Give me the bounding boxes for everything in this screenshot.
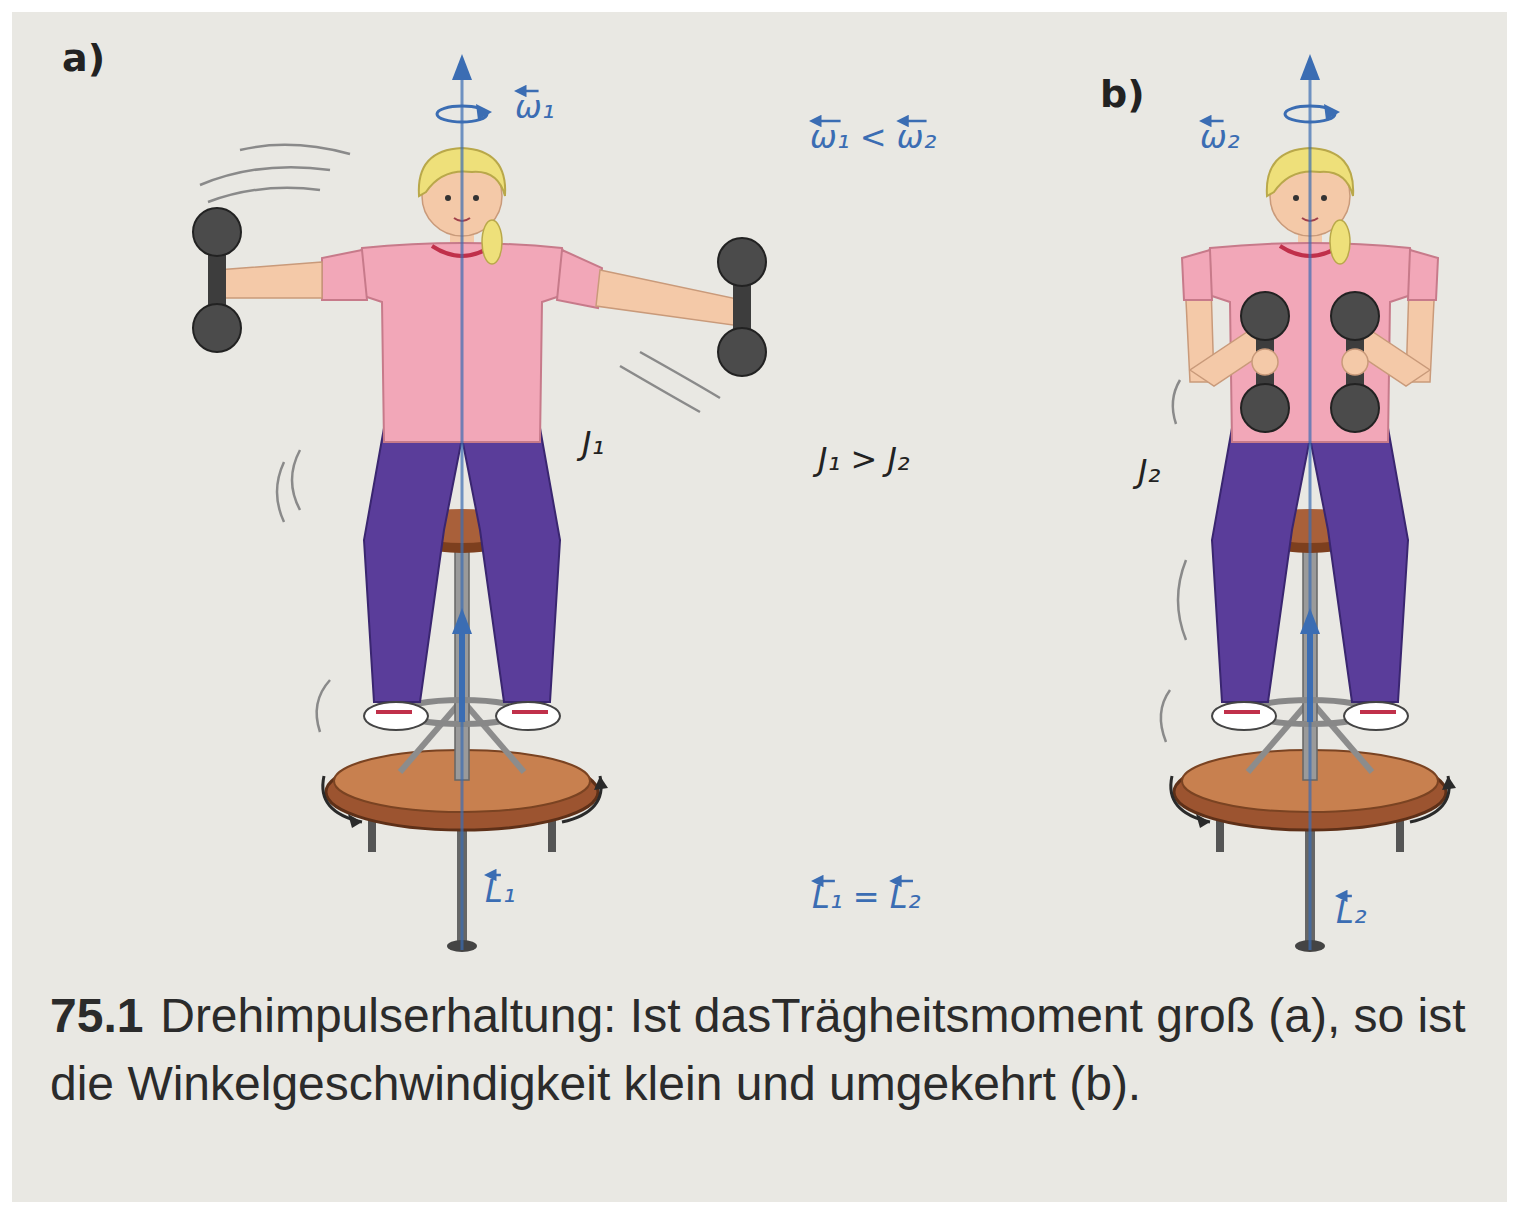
- inertia-label: J₁: [582, 424, 604, 462]
- caption-block: 75.1Drehimpulserhaltung: Ist dasTrägheit…: [50, 982, 1470, 1118]
- omega-relation: ω₁ < ω₂: [810, 118, 936, 156]
- motion-lines: [200, 145, 1186, 742]
- girl-arms-out: [193, 54, 766, 952]
- inertia-label: J₂: [1138, 452, 1160, 490]
- omega-label: ω₁: [515, 88, 555, 126]
- figure-caption: Drehimpulserhaltung: Ist dasTrägheitsmom…: [50, 989, 1466, 1110]
- figure-number: 75.1: [50, 989, 143, 1042]
- momentum-label: L₂: [1336, 893, 1367, 931]
- girl-arms-in: [1171, 54, 1456, 952]
- momentum-label: L₁: [485, 872, 516, 910]
- panel-letter: b): [1100, 72, 1145, 118]
- paper-ground: [12, 12, 1507, 1202]
- panel-letter: a): [62, 36, 105, 82]
- momentum-relation: L₁ = L₂: [812, 878, 920, 916]
- omega-label: ω₂: [1200, 118, 1240, 156]
- inertia-relation: J₁ > J₂: [818, 440, 910, 478]
